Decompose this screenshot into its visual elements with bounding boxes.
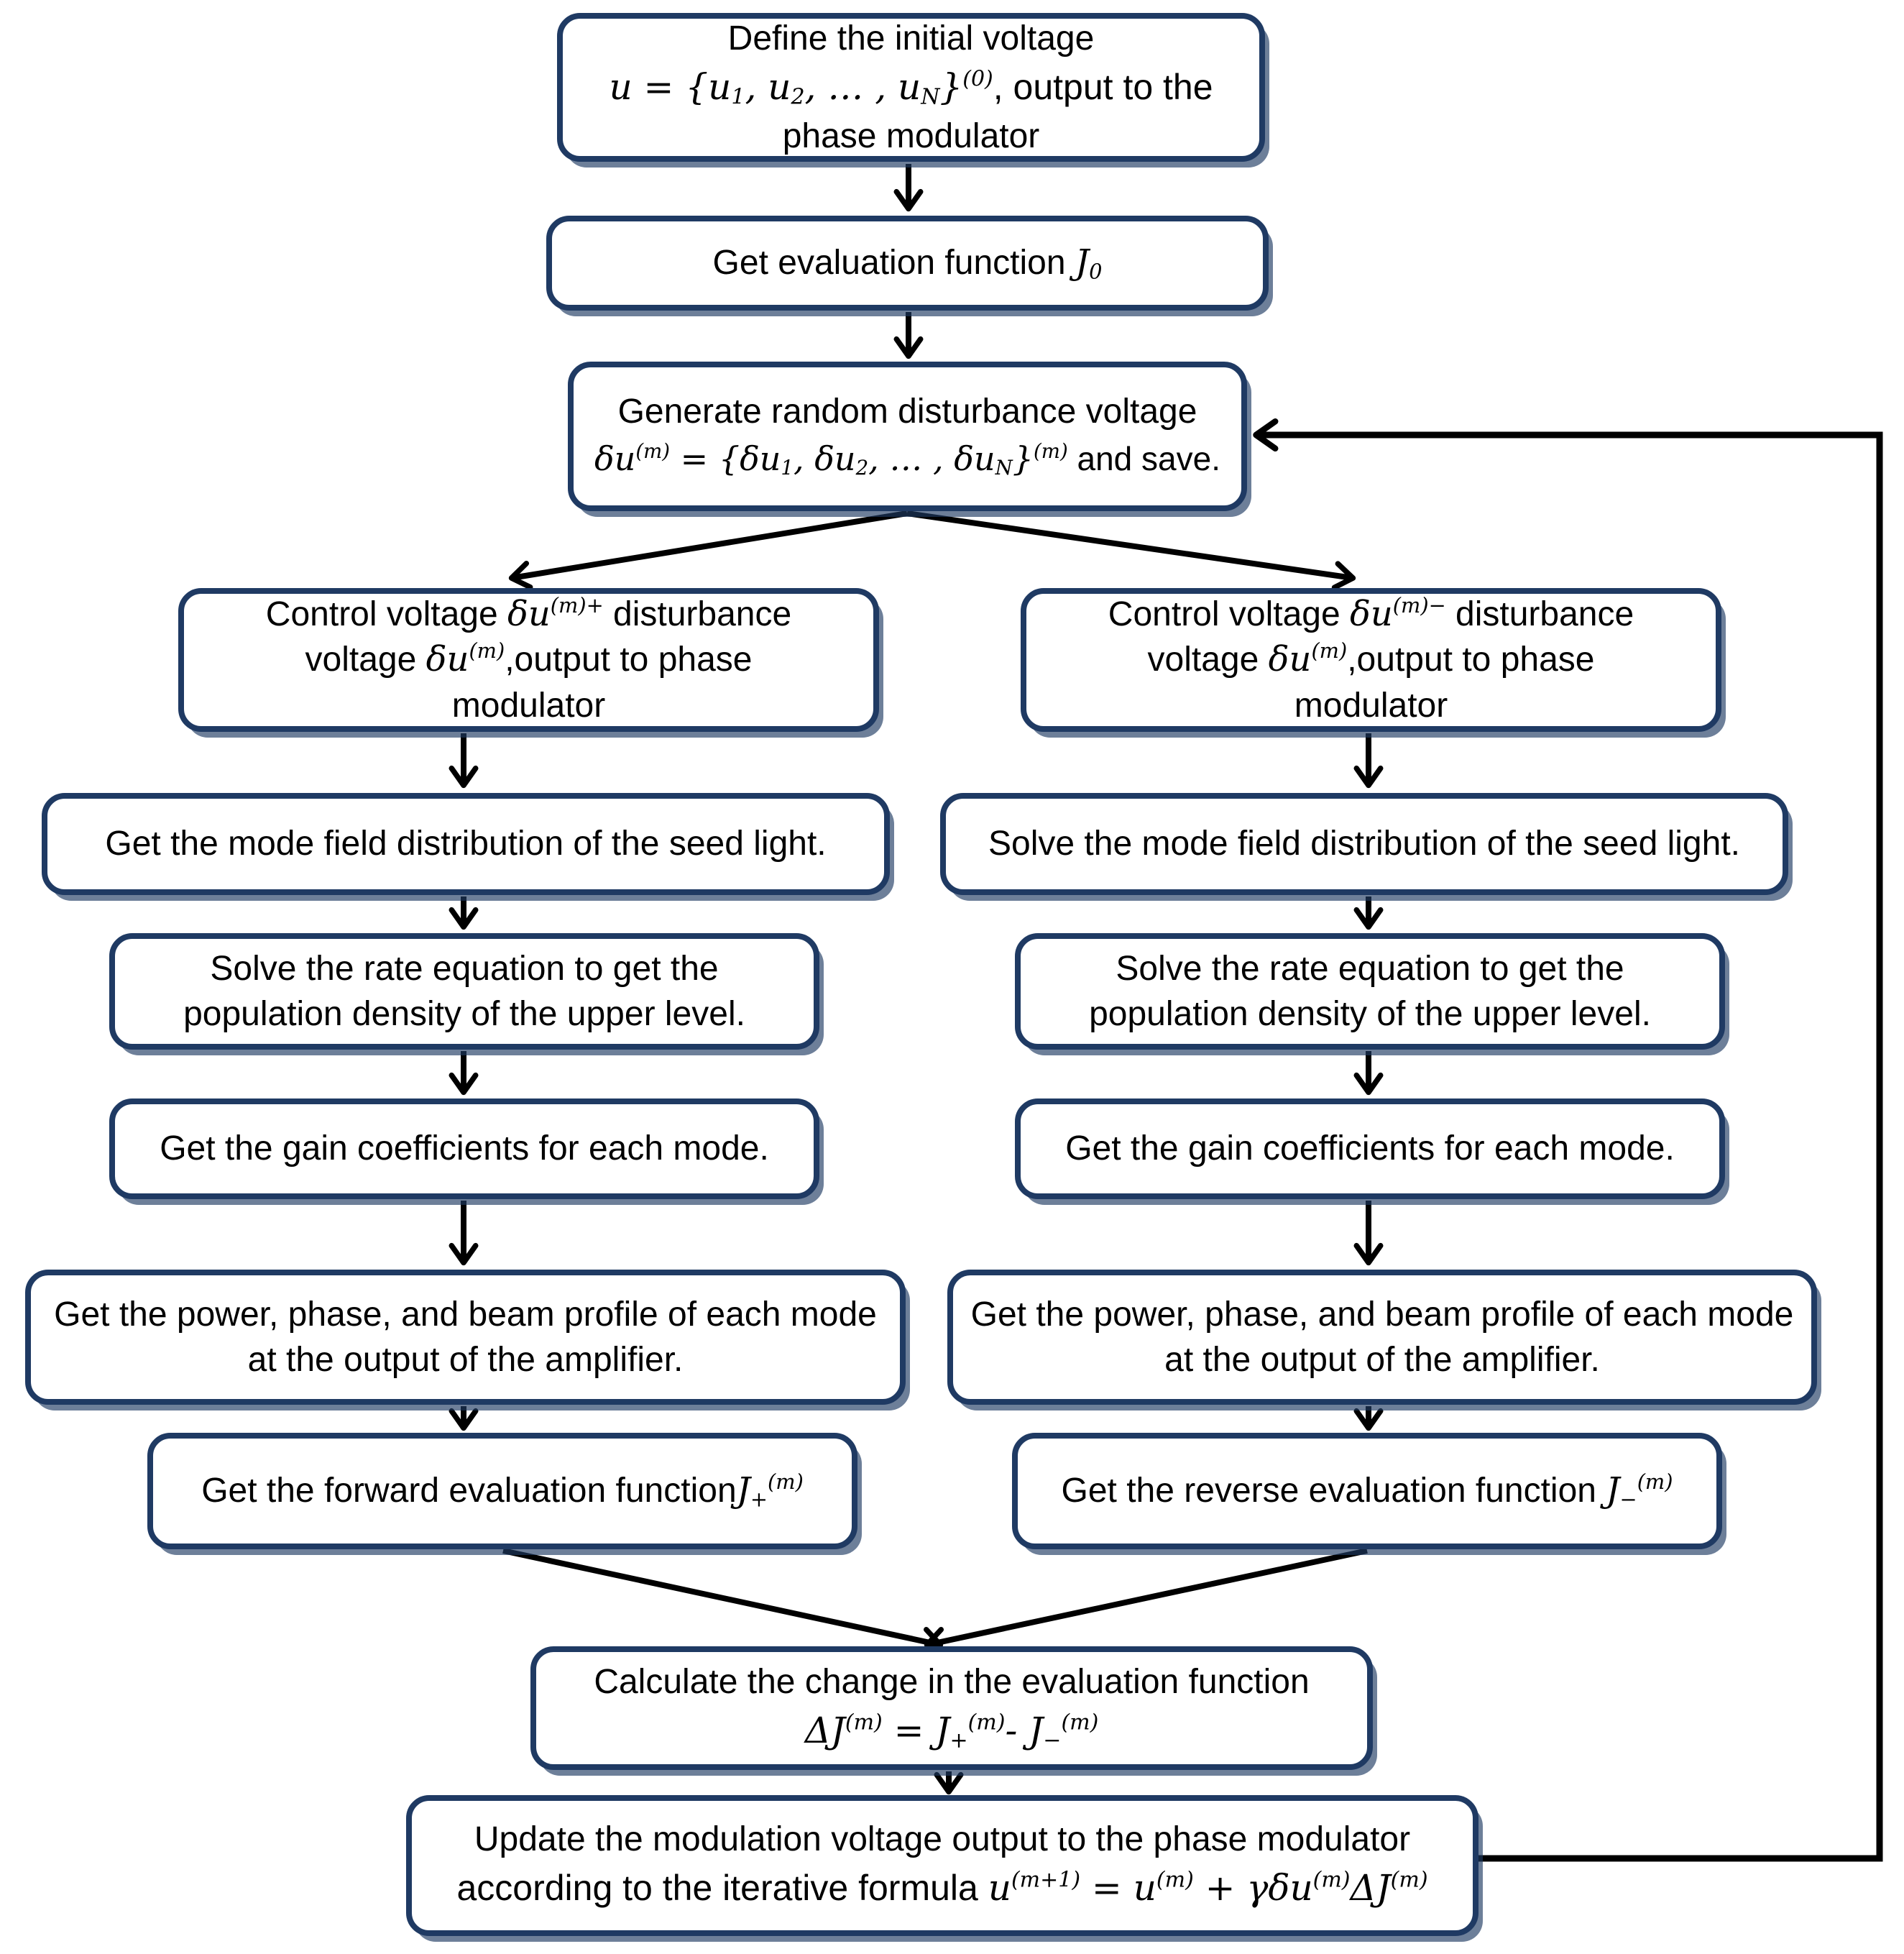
control-plus-line-2: voltage δu(m),output to phase	[305, 638, 753, 680]
rate-equation-right-box: Solve the rate equation to get the popul…	[1015, 933, 1725, 1050]
control-minus-line-3: modulator	[1294, 686, 1448, 725]
mode-field-right-box: Solve the mode field distribution of the…	[940, 793, 1788, 895]
arrow-forward-to-calculate	[502, 1548, 944, 1656]
mode-left-text: Get the mode field distribution of the s…	[105, 825, 827, 863]
power-right-text: Get the power, phase, and beam profile o…	[970, 1295, 1794, 1379]
control-minus-line-1: Control voltage δu(m)− disturbance	[1108, 593, 1634, 634]
update-formula: according to the iterative formula u(m+1…	[456, 1867, 1428, 1909]
control-voltage-minus-box: Control voltage δu(m)− disturbance volta…	[1021, 588, 1721, 732]
define-initial-voltage-box: Define the initial voltage u = {u1, u2, …	[557, 13, 1265, 162]
forward-evaluation-box: Get the forward evaluation functionJ+(m)	[147, 1433, 857, 1549]
generate-line-1: Generate random disturbance voltage	[617, 392, 1197, 431]
mode-field-left-box: Get the mode field distribution of the s…	[42, 793, 890, 895]
forward-text: Get the forward evaluation functionJ+(m)	[201, 1469, 804, 1512]
calculate-formula: ΔJ(m) = J+(m)- J−(m)	[804, 1710, 1099, 1754]
generate-formula: δu(m) = {δu1, δu2, … , δuN}(m) and save.	[594, 439, 1220, 480]
reverse-text: Get the reverse evaluation function J−(m…	[1061, 1469, 1673, 1512]
power-phase-beam-right-box: Get the power, phase, and beam profile o…	[947, 1270, 1817, 1405]
rate-equation-left-box: Solve the rate equation to get the popul…	[109, 933, 819, 1050]
define-line-3: phase modulator	[782, 116, 1040, 155]
reverse-evaluation-box: Get the reverse evaluation function J−(m…	[1012, 1433, 1722, 1549]
power-left-text: Get the power, phase, and beam profile o…	[54, 1295, 877, 1379]
control-plus-line-1: Control voltage δu(m)+ disturbance	[265, 593, 792, 634]
power-phase-beam-left-box: Get the power, phase, and beam profile o…	[25, 1270, 906, 1405]
feedback-connector-update-to-generate	[1253, 418, 1883, 1862]
gain-right-text: Get the gain coefficients for each mode.	[1065, 1129, 1675, 1168]
gain-left-text: Get the gain coefficients for each mode.	[160, 1129, 769, 1168]
generate-disturbance-box: Generate random disturbance voltage δu(m…	[568, 362, 1247, 511]
rate-right-text: Solve the rate equation to get the popul…	[1089, 949, 1651, 1033]
control-minus-line-2: voltage δu(m),output to phase	[1147, 638, 1595, 680]
mode-right-text: Solve the mode field distribution of the…	[988, 825, 1740, 863]
calculate-change-box: Calculate the change in the evaluation f…	[530, 1646, 1373, 1770]
get-evaluation-function-box: Get evaluation function J0	[546, 216, 1269, 311]
gain-coefficients-right-box: Get the gain coefficients for each mode.	[1015, 1098, 1725, 1199]
rate-left-text: Solve the rate equation to get the popul…	[183, 949, 745, 1033]
gain-coefficients-left-box: Get the gain coefficients for each mode.	[109, 1098, 819, 1199]
arrow-reverse-to-calculate	[924, 1548, 1368, 1656]
calculate-line-1: Calculate the change in the evaluation f…	[594, 1663, 1310, 1702]
arrow-generate-to-control-minus	[906, 510, 1356, 590]
define-formula: u = {u1, u2, … , uN}(0), output to the	[609, 66, 1213, 110]
eval0-text: Get evaluation function J0	[712, 242, 1103, 284]
update-modulation-voltage-box: Update the modulation voltage output to …	[406, 1795, 1478, 1936]
update-line-1: Update the modulation voltage output to …	[474, 1820, 1411, 1859]
control-plus-line-3: modulator	[451, 686, 606, 725]
control-voltage-plus-box: Control voltage δu(m)+ disturbance volta…	[178, 588, 879, 732]
define-line-1: Define the initial voltage	[727, 19, 1095, 58]
arrow-generate-to-control-plus	[508, 510, 908, 590]
